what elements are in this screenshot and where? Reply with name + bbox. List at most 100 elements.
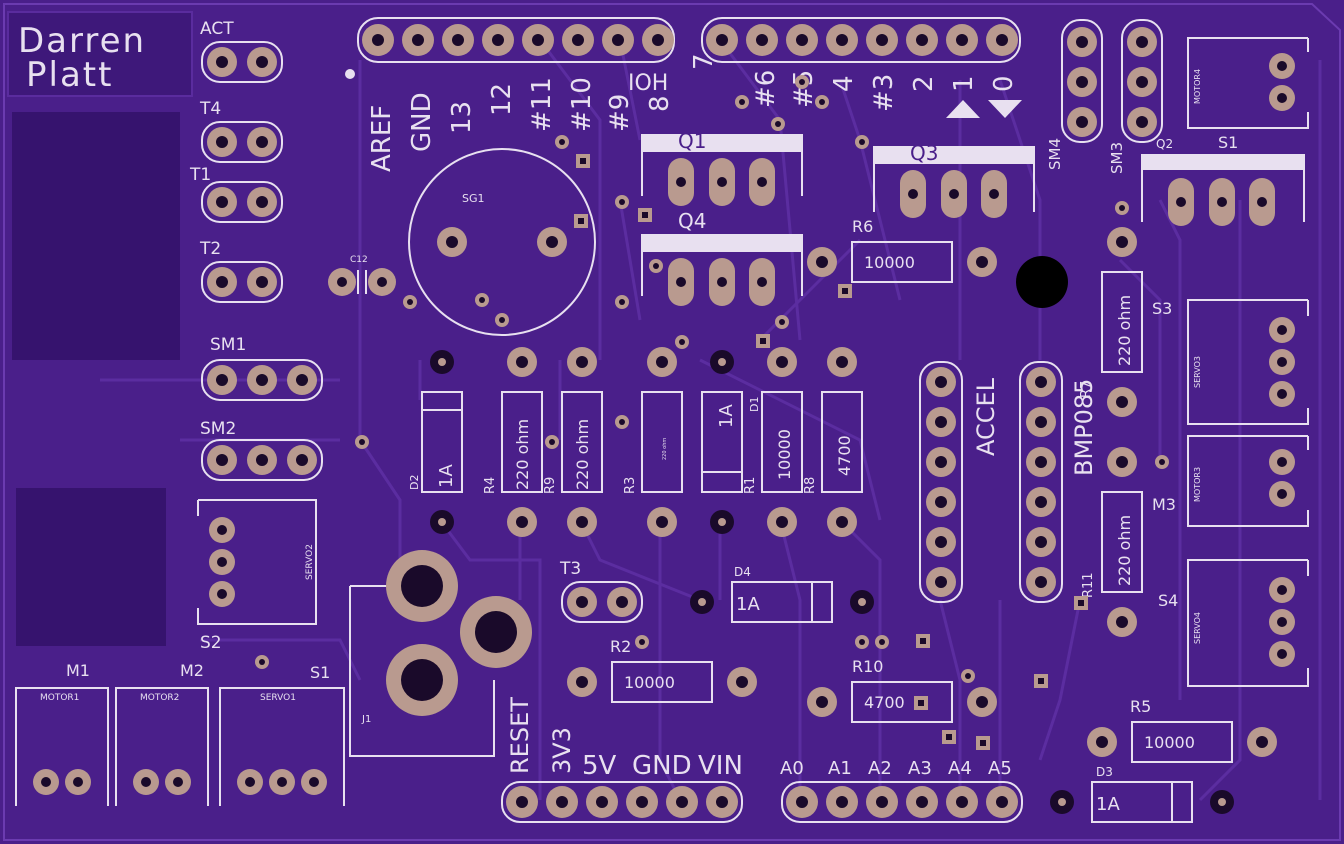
label-gnd-bottom: GND <box>632 751 692 781</box>
r8-value: 4700 <box>835 435 854 476</box>
label-0: 0 <box>989 75 1019 92</box>
label-r7: R7 <box>1079 381 1094 398</box>
header-labels-left: AREF GND 13 12 #11 #10 #9 8 <box>367 77 675 172</box>
author-line2: Platt <box>26 55 113 95</box>
d4-value: 1A <box>736 594 760 615</box>
motor4-connector: MOTOR4 <box>1187 37 1309 129</box>
label-m3: M3 <box>1152 495 1176 514</box>
d2-diode: 1A D2 <box>408 350 463 534</box>
resistor-bank: 220 ohm R4 220 ohm R9 220 ohm R3 1A D1 1… <box>483 347 863 537</box>
q3-transistor: Q3 <box>873 141 1035 218</box>
label-sg1: SG1 <box>462 192 485 205</box>
label-d2-value: 1A <box>436 464 457 488</box>
label-6: #6 <box>751 70 781 108</box>
t3-header: T3 <box>559 559 643 623</box>
d1-ref: D1 <box>748 397 761 412</box>
r10-resistor: R10 4700 <box>807 657 997 723</box>
label-q1: Q1 <box>678 129 706 153</box>
label-3v3: 3V3 <box>548 727 576 774</box>
sm2-header: SM2 <box>200 419 323 481</box>
servo3-connector: S3 SERVO3 <box>1152 299 1309 425</box>
label-a1: A1 <box>828 758 852 779</box>
label-a5: A5 <box>988 758 1012 779</box>
r5-ref: R5 <box>1130 697 1151 716</box>
sm4-header: SM4 <box>1046 19 1103 170</box>
label-motor3: MOTOR3 <box>1193 467 1202 502</box>
label-accel: ACCEL <box>972 377 1000 456</box>
label-m1: M1 <box>66 661 90 680</box>
label-vin: VIN <box>698 751 743 781</box>
mounting-hole <box>1016 256 1068 308</box>
sm1-header: SM1 <box>201 335 323 401</box>
q4-transistor: Q4 <box>641 209 803 306</box>
label-servo2: SERVO2 <box>305 544 315 580</box>
author-line1: Darren <box>18 21 146 61</box>
d4-ref: D4 <box>734 565 751 579</box>
label-sm2: SM2 <box>200 419 236 439</box>
label-d2: D2 <box>408 475 421 490</box>
label-act: ACT <box>200 19 234 39</box>
label-bmp085: BMP085 <box>1070 379 1098 476</box>
label-4: 4 <box>829 75 859 92</box>
motor1-connector: M1 MOTOR1 <box>15 661 109 806</box>
bmp085-header: BMP085 <box>1019 361 1098 603</box>
label-s4: S4 <box>1158 591 1178 610</box>
label-motor2: MOTOR2 <box>140 693 179 703</box>
label-servo4: SERVO4 <box>1193 612 1202 644</box>
c12-capacitor: C12 <box>328 255 396 296</box>
top-header-right <box>701 17 1021 63</box>
label-m2: M2 <box>180 661 204 680</box>
label-a2: A2 <box>868 758 892 779</box>
r7-resistor: 220 ohm R7 <box>1079 227 1143 417</box>
d3-value: 1A <box>1096 794 1120 815</box>
board-edge <box>3 3 1341 841</box>
q2-transistor: Q2 S1 <box>1141 133 1305 226</box>
label-s1-left: S1 <box>310 663 330 682</box>
label-q2: Q2 <box>1156 137 1173 151</box>
servo1-connector: S1 SERVO1 <box>219 663 345 806</box>
r11-resistor: 220 ohm R11 <box>1081 447 1143 637</box>
label-servo3: SERVO3 <box>1193 356 1202 388</box>
label-9: #9 <box>605 94 635 132</box>
label-c12: C12 <box>350 255 368 265</box>
left-pin-pairs: ACT T4 T1 T2 <box>189 19 283 303</box>
label-r11: R11 <box>1081 572 1096 598</box>
j1-power-jack: J1 <box>349 550 532 757</box>
label-8: 8 <box>645 95 675 112</box>
label-ioh: IOH <box>628 71 668 96</box>
label-t4: T4 <box>199 99 221 119</box>
ground-pour-left <box>12 112 180 360</box>
label-11: #11 <box>527 77 557 132</box>
label-a3: A3 <box>908 758 932 779</box>
author-box <box>7 11 193 97</box>
r4-ref: R4 <box>483 477 498 494</box>
label-sm1: SM1 <box>210 335 246 355</box>
r2-ref: R2 <box>610 637 631 656</box>
label-5v: 5V <box>582 751 617 781</box>
r2-value: 10000 <box>624 673 675 692</box>
label-t2: T2 <box>199 239 221 259</box>
d3-ref: D3 <box>1096 765 1113 779</box>
label-7: 7 <box>689 53 719 70</box>
servo2-connector: SERVO2 S2 <box>197 499 317 653</box>
r6-value: 10000 <box>864 253 915 272</box>
label-2: 2 <box>909 75 939 92</box>
motor3-connector: MOTOR3 M3 <box>1152 435 1309 527</box>
r6-resistor: R6 10000 <box>807 217 997 283</box>
d4-diode: D4 1A <box>690 565 874 623</box>
label-s2: S2 <box>200 633 222 653</box>
r7-value: 220 ohm <box>1115 295 1134 366</box>
label-a4: A4 <box>948 758 972 779</box>
label-s1-right: S1 <box>1218 133 1238 152</box>
label-q3: Q3 <box>910 141 938 165</box>
label-s3: S3 <box>1152 299 1172 318</box>
accel-header: ACCEL <box>919 361 1000 603</box>
r1-ref: R1 <box>743 477 758 494</box>
label-servo1: SERVO1 <box>260 693 296 703</box>
top-header-left <box>357 17 675 63</box>
ground-pour-lower-left <box>16 488 166 646</box>
label-gnd: GND <box>407 92 437 152</box>
r4-value: 220 ohm <box>513 419 532 490</box>
sm3-header: SM3 <box>1108 19 1163 174</box>
